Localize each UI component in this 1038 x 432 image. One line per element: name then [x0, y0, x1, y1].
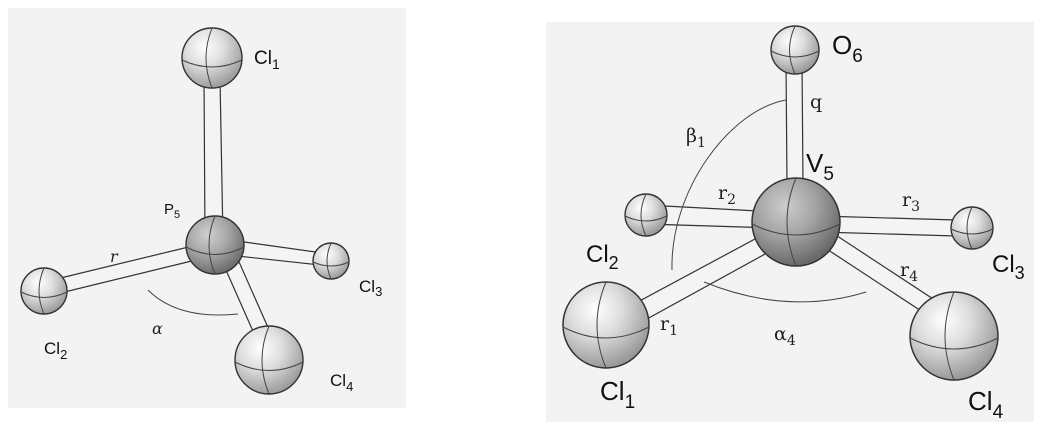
- label-r3: r3: [902, 189, 920, 215]
- atom-cl4: [909, 291, 999, 381]
- label-alpha: α: [152, 319, 163, 338]
- atom-cl4: [234, 325, 304, 395]
- label-cl4: Cl4: [330, 371, 353, 394]
- atom-cl3: [312, 242, 350, 280]
- angle-arc-beta1: [671, 99, 787, 271]
- label-v5: V5: [806, 148, 834, 185]
- vocl4-diagram: O6 V5 Cl2 Cl3 Cl1 Cl4 q β1 r2 r3 r4 r1 α…: [546, 22, 1034, 423]
- bonds: [607, 61, 957, 337]
- label-r2: r2: [718, 182, 736, 208]
- atom-cl2: [624, 193, 668, 237]
- vocl4-molecule-panel: O6 V5 Cl2 Cl3 Cl1 Cl4 q β1 r2 r3 r4 r1 α…: [520, 0, 1038, 432]
- bond-v5-o6: [785, 61, 804, 185]
- label-cl3: Cl3: [992, 251, 1025, 283]
- label-p5: P5: [164, 201, 180, 221]
- label-cl3: Cl3: [359, 277, 382, 299]
- pcl5-diagram: Cl1 P5 Cl3 Cl2 Cl4 r α: [8, 8, 406, 408]
- label-cl2: Cl2: [586, 241, 619, 273]
- pcl5-molecule-panel: Cl1 P5 Cl3 Cl2 Cl4 r α: [8, 8, 406, 408]
- atom-o6: [770, 25, 820, 75]
- label-cl1: Cl1: [600, 376, 635, 413]
- label-cl1: Cl1: [254, 48, 280, 72]
- atom-p5: [185, 215, 245, 275]
- atom-cl1: [562, 281, 650, 369]
- atom-cl2: [20, 267, 68, 315]
- label-cl4: Cl4: [968, 386, 1004, 423]
- label-r1: r1: [660, 313, 678, 339]
- label-beta1: β1: [686, 125, 706, 151]
- label-r: r: [110, 247, 119, 266]
- label-alpha4: α4: [774, 323, 796, 349]
- label-r4: r4: [900, 259, 918, 285]
- label-cl2: Cl2: [44, 339, 67, 362]
- label-q: q: [810, 91, 822, 113]
- atom-cl1: [181, 27, 243, 89]
- atom-v5: [751, 177, 841, 267]
- label-o6: O6: [832, 30, 863, 67]
- angle-arc-alpha4: [703, 281, 867, 303]
- atom-cl3: [950, 206, 994, 250]
- angle-arc-alpha: [147, 289, 239, 316]
